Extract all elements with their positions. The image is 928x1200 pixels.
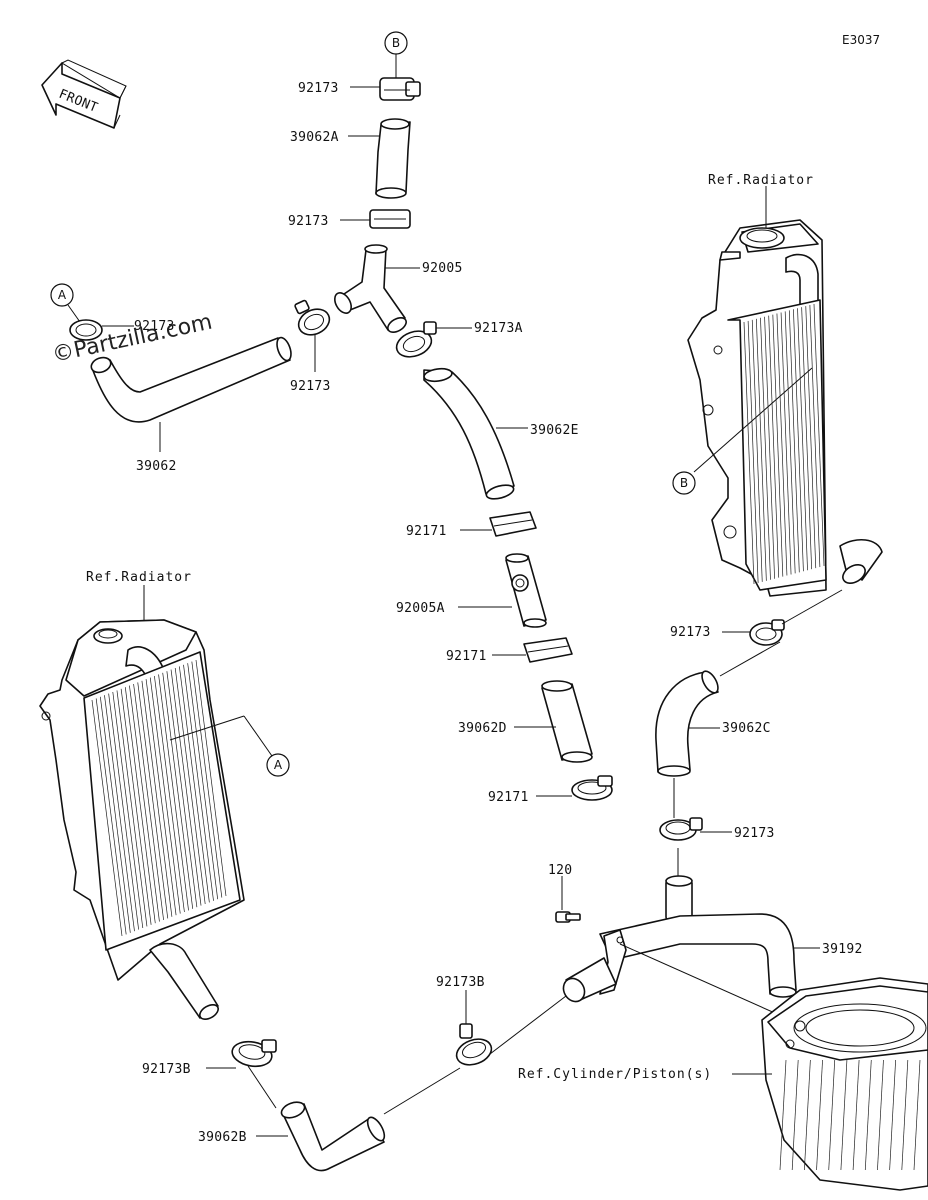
marker-a-left: A (50, 283, 81, 323)
bolt-120 (555, 911, 581, 923)
label-92173-mid: 92173 (290, 379, 331, 394)
svg-text:B: B (392, 36, 400, 50)
hose-39062e (423, 367, 515, 500)
diagram-code: E3037 (842, 33, 880, 47)
label-92173-c: 92173 (734, 826, 775, 841)
ref-cylinder: Ref.Cylinder/Piston(s) (518, 1067, 712, 1082)
ref-radiator-left: Ref.Radiator (86, 570, 192, 585)
clamp-92171-mid (523, 637, 573, 663)
svg-text:A: A (274, 758, 283, 772)
label-39062b: 39062B (198, 1130, 247, 1145)
label-39062a: 39062A (290, 130, 339, 145)
clamp-92171-top (489, 511, 537, 537)
clamp-under-hose (369, 209, 411, 229)
label-120: 120 (548, 863, 572, 878)
label-92173-rad: 92173 (670, 625, 711, 640)
marker-b-top: B (384, 31, 408, 78)
label-92173-left: 92173 (134, 319, 175, 334)
hose-39062b (280, 1101, 386, 1172)
label-92171-a: 92171 (406, 524, 447, 539)
clamp-mid (294, 299, 331, 336)
clamp-92173b-mid (455, 1023, 493, 1066)
label-92173-top: 92173 (298, 81, 339, 96)
radiator-right (687, 219, 883, 597)
clamp-c-bottom (659, 817, 703, 841)
watermark: ©Partzilla.com (50, 310, 214, 368)
label-92005a: 92005A (396, 601, 445, 616)
label-92173a: 92173A (474, 321, 523, 336)
clamp-left-a (69, 319, 103, 341)
svg-text:B: B (680, 476, 688, 490)
clamp-radiator-out (749, 619, 785, 646)
label-39062: 39062 (136, 459, 177, 474)
hose-39062d (541, 680, 593, 763)
marker-b-right: B (672, 367, 813, 495)
label-39062e: 39062E (530, 423, 579, 438)
label-92173-under: 92173 (288, 214, 329, 229)
label-92173b-mid: 92173B (436, 975, 485, 990)
ref-radiator-right: Ref.Radiator (708, 173, 814, 188)
joint-92005 (334, 244, 407, 334)
svg-text:A: A (58, 288, 67, 302)
label-92171-c: 92171 (488, 790, 529, 805)
label-92173b-left: 92173B (142, 1062, 191, 1077)
label-39192: 39192 (822, 942, 863, 957)
clamp-92173b-left (231, 1039, 277, 1068)
hose-39062c (655, 670, 719, 777)
clamp-92171-bottom (571, 775, 613, 801)
radiator-right-fins (743, 303, 825, 585)
hose-39062 (90, 336, 292, 423)
label-39062c: 39062C (722, 721, 771, 736)
cylinder-fins (779, 1059, 921, 1171)
cylinder (761, 977, 928, 1191)
clamp-92173a (395, 321, 437, 358)
label-39062d: 39062D (458, 721, 507, 736)
radiator-left-fins (91, 659, 227, 937)
front-arrow-icon: FRONT (41, 59, 127, 129)
pipe-39192 (562, 875, 797, 1003)
joint-92005a (505, 553, 547, 628)
clamp-top (379, 77, 421, 101)
marker-a-lower: A (169, 715, 290, 777)
label-92005: 92005 (422, 261, 463, 276)
label-92171-b: 92171 (446, 649, 487, 664)
radiator-left (39, 619, 245, 1021)
hose-39062a (375, 118, 411, 199)
